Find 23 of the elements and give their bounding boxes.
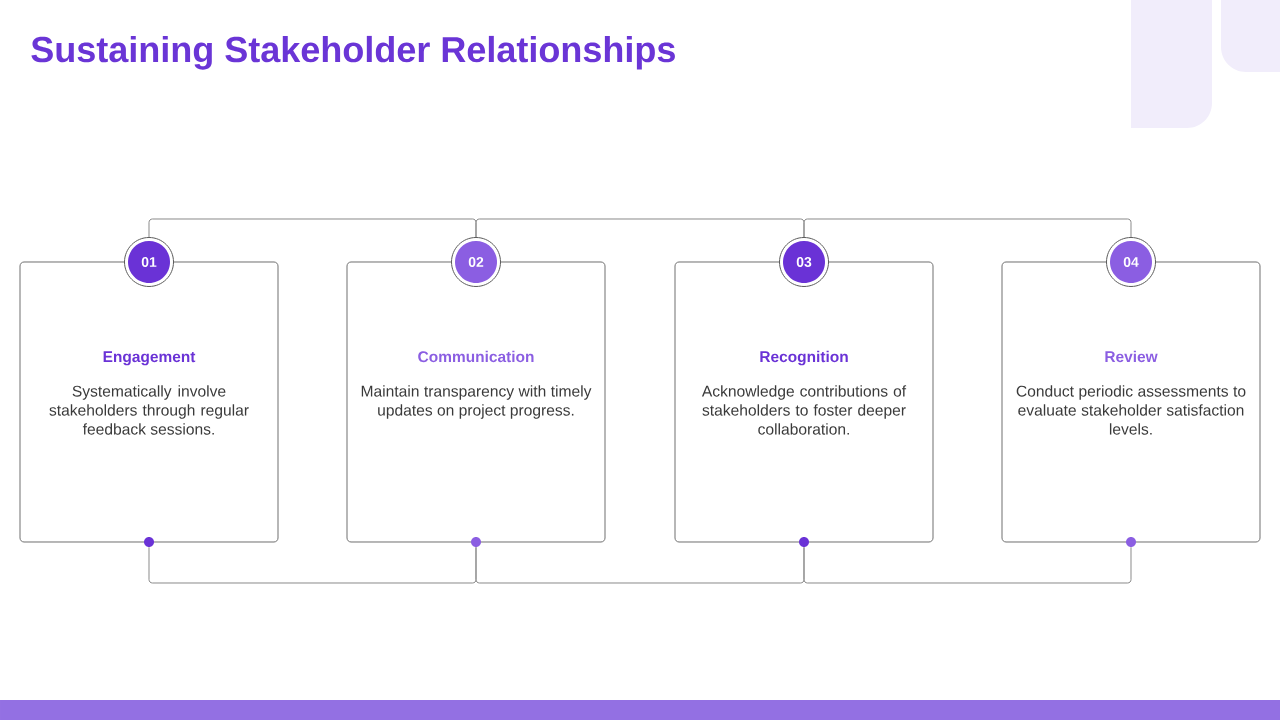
number-badge: 02: [451, 237, 501, 287]
connector-line: [803, 218, 1132, 238]
number-badge: 03: [779, 237, 829, 287]
node-label: 04: [1123, 257, 1139, 267]
card-text: Systematically involve stakeholders through regular feedback sessions.: [49, 385, 249, 435]
connector-line: [148, 218, 477, 238]
card-text: Conduct periodic assessments to evaluate stakeholder satisfaction levels.: [1016, 385, 1246, 435]
number-badge: 04: [1106, 237, 1156, 287]
node-label: 03: [796, 257, 812, 267]
card-heading: Communication: [418, 350, 534, 363]
card-heading: Recognition: [760, 350, 848, 366]
number-badge: 01: [124, 237, 174, 287]
connector-line: [803, 546, 1132, 584]
title: Sustaining Stakeholder Relationships: [31, 35, 675, 70]
card-text: Acknowledge contributions of stakeholders to foster deeper collaboration.: [701, 385, 907, 435]
node-label: 01: [141, 257, 157, 267]
node-label: 02: [468, 257, 484, 267]
connector-line: [475, 546, 805, 584]
card-heading: Review: [1105, 350, 1158, 363]
connector-line: [148, 546, 477, 584]
card-text: Maintain transparency with timely updates on project progress.: [361, 385, 592, 419]
card-heading: Engagement: [103, 351, 196, 366]
connector-line: [475, 218, 805, 238]
